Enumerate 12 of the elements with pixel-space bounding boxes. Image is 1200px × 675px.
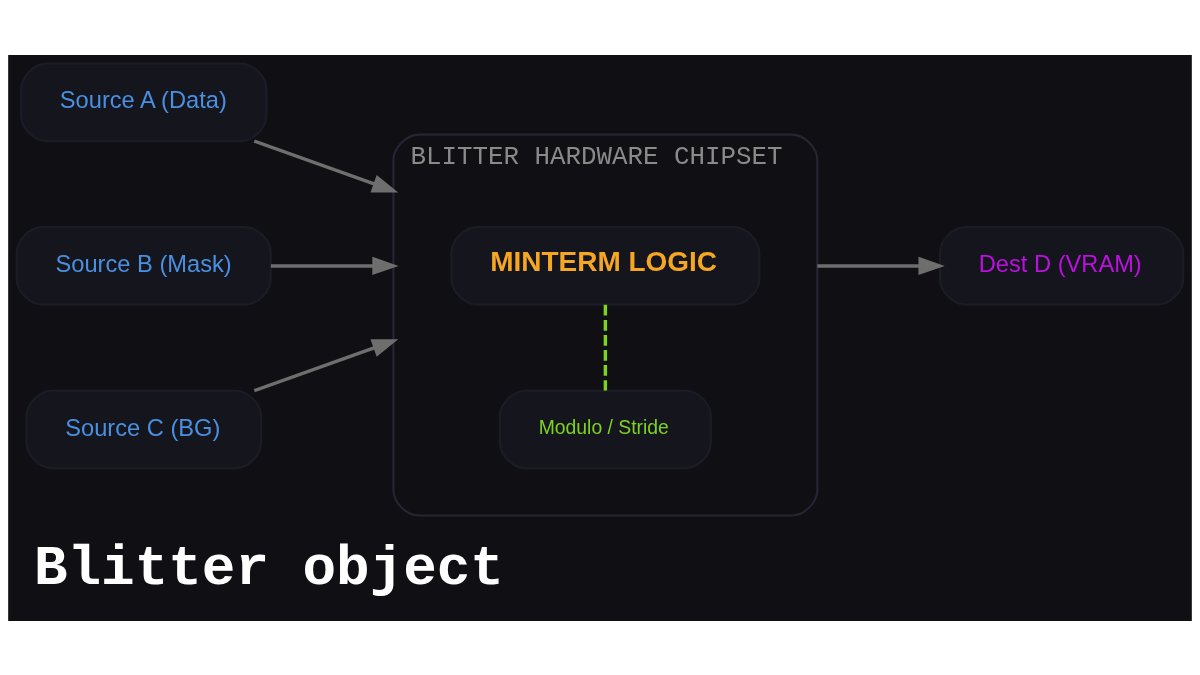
connector [603, 304, 608, 390]
node-box: Source C (BG) [25, 389, 263, 469]
node-box: Source B (Mask) [15, 225, 272, 306]
node-box: Dest D (VRAM) [938, 225, 1185, 306]
node-box: MINTERM LOGIC [450, 225, 761, 306]
node-box: Modulo / Stride [498, 389, 712, 469]
arrow [253, 338, 399, 392]
node-box: Source A (Data) [20, 62, 268, 142]
arrow [270, 256, 399, 275]
diagram-title: Blitter object [34, 536, 504, 601]
arrow [817, 256, 945, 275]
arrow [253, 139, 399, 193]
